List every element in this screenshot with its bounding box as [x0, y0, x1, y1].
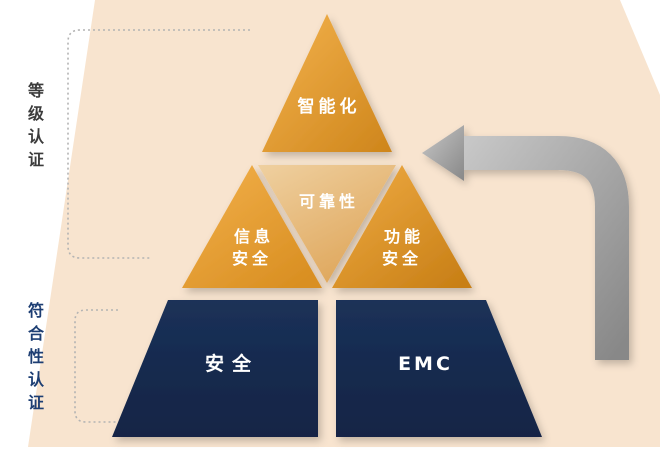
pyramid-top-triangle: [262, 14, 392, 152]
conformity-cert-bracket: [74, 309, 132, 423]
pyramid-mid-center-triangle: [258, 165, 396, 283]
curved-arrow-icon: [422, 125, 629, 360]
level-cert-bracket: [67, 29, 250, 259]
pyramid-bottom-right-trapezoid: [336, 300, 542, 437]
pyramid-mid-left-triangle: [182, 165, 322, 288]
pyramid-bottom-left-trapezoid: [112, 300, 318, 437]
pyramid-mid-right-triangle: [332, 165, 472, 288]
